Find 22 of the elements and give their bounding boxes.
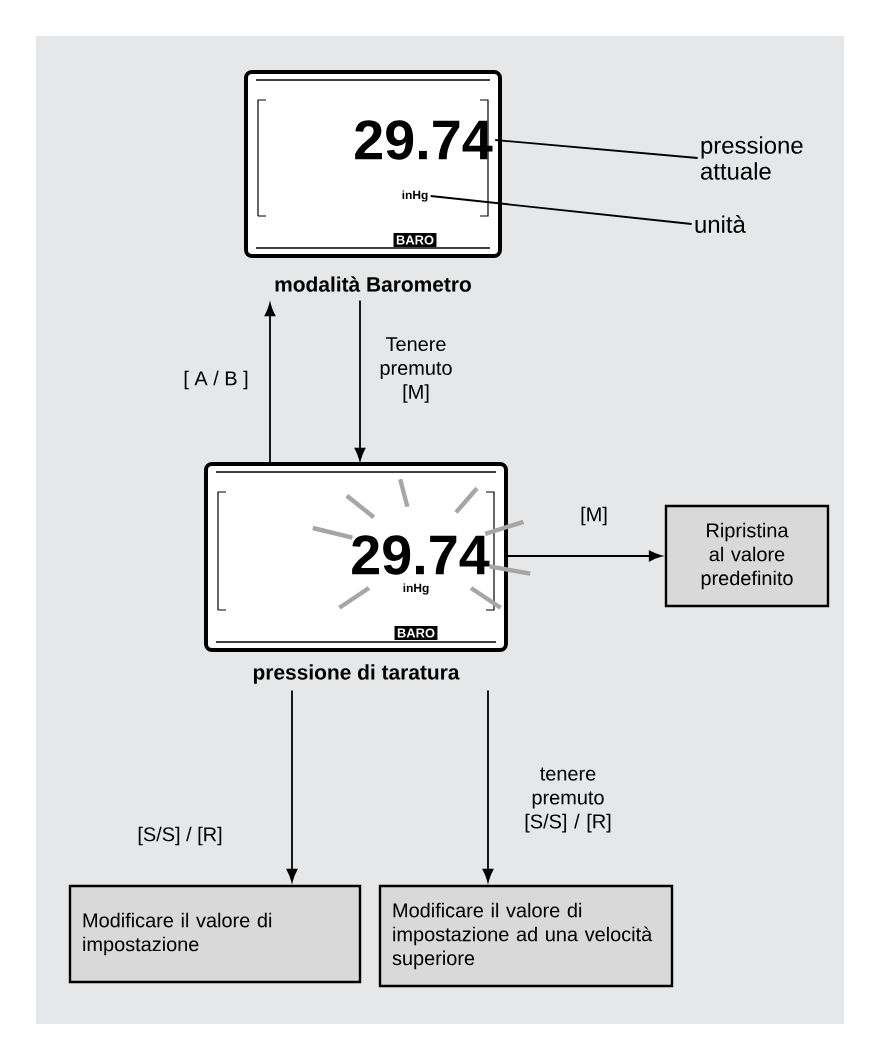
callout-text: pressione attuale [701, 136, 803, 180]
edge-label: Tenere premuto [M] [364, 335, 468, 405]
display-digits: 29.74 [352, 535, 490, 575]
edge-label: [M] [578, 504, 610, 528]
arrow [264, 303, 276, 465]
leader-line [494, 139, 699, 159]
leader-line [429, 195, 693, 225]
callout-text: unità [695, 215, 746, 233]
lcd-display [204, 462, 508, 652]
edge-label: tenere premuto [S/S] / [R] [506, 765, 630, 835]
display-heading: pressione di taratura [253, 664, 460, 684]
process-box: Ripristina al valore predefinito [664, 504, 830, 608]
arrow [354, 299, 366, 461]
process-box: Modificare il valore di impostazione ad una velocità superiore [378, 884, 674, 988]
edge-label: [S/S] / [R] [135, 824, 225, 848]
display-heading: modalità Barometro [275, 276, 471, 292]
arrow [505, 550, 662, 562]
lcd-display [244, 70, 502, 258]
process-box: Modificare il valore di impostazione [68, 884, 362, 984]
arrow [286, 689, 298, 882]
arrow [482, 689, 494, 882]
edge-label: [ A / B ] [181, 368, 251, 392]
